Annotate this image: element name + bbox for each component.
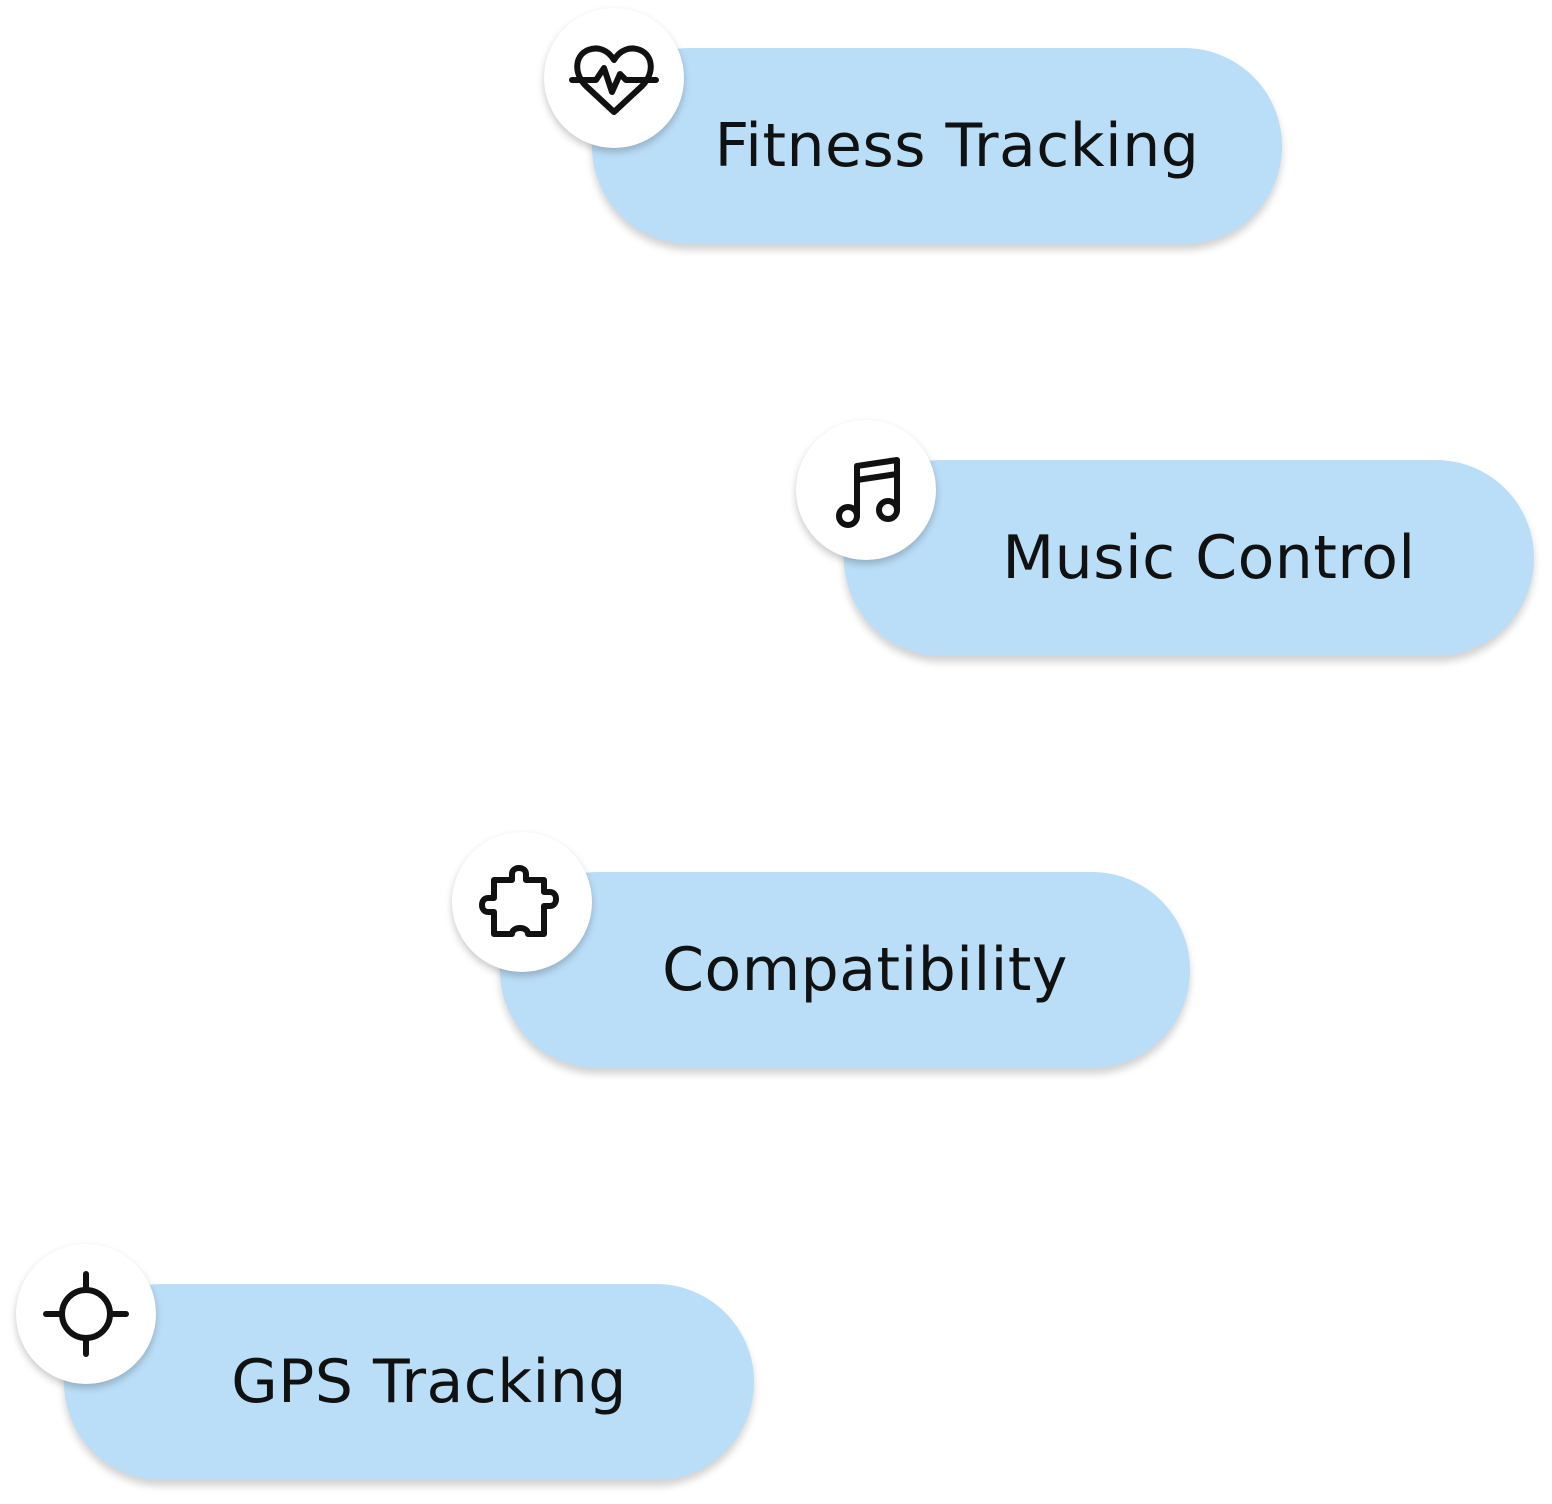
feature-gps-tracking: GPS Tracking [16,1244,756,1484]
gps-tracking-button[interactable]: GPS Tracking [64,1284,754,1480]
heart-pulse-icon [569,45,659,115]
gps-tracking-label: GPS Tracking [231,1347,627,1417]
fitness-tracking-label: Fitness Tracking [714,111,1200,181]
crosshair-icon [43,1271,129,1357]
fitness-tracking-button[interactable]: Fitness Tracking [592,48,1282,244]
feature-fitness-tracking: Fitness Tracking [544,8,1284,248]
music-control-label: Music Control [1002,523,1416,593]
puzzle-piece-icon [479,865,559,937]
compatibility-icon-badge [452,832,592,972]
compatibility-label: Compatibility [662,935,1068,1005]
fitness-icon-badge [544,8,684,148]
feature-compatibility: Compatibility [452,832,1192,1072]
music-icon-badge [796,420,936,560]
compatibility-button[interactable]: Compatibility [500,872,1190,1068]
music-note-icon [836,457,900,528]
feature-music-control: Music Control [796,420,1536,660]
gps-icon-badge [16,1244,156,1384]
music-control-button[interactable]: Music Control [844,460,1534,656]
